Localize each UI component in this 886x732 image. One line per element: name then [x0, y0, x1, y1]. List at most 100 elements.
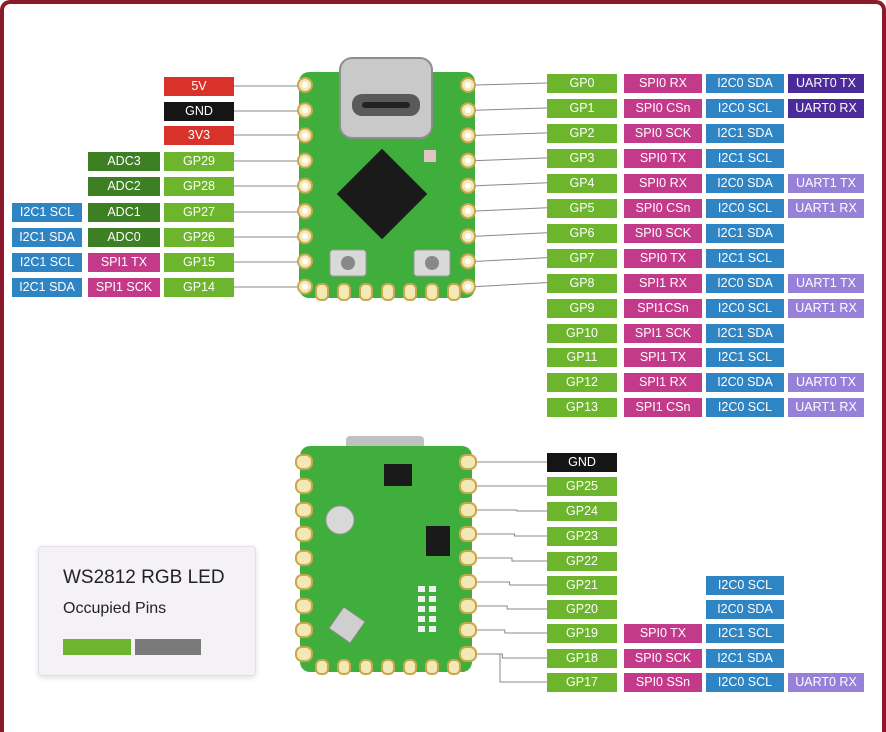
pad-hole	[302, 258, 308, 265]
uart-label: UART1 TX	[788, 273, 864, 293]
pad-hole	[302, 208, 308, 214]
gpio-label: GP12	[547, 373, 617, 393]
gpio-label: GP7	[547, 248, 617, 268]
pad-bottom	[425, 283, 439, 301]
pad-left	[295, 550, 313, 566]
pad-bottom	[359, 283, 373, 301]
test-pad	[429, 626, 436, 632]
gpio-label: GP0	[547, 74, 617, 93]
pad-right	[459, 646, 477, 662]
legend-box: WS2812 RGB LED Occupied Pins	[38, 546, 256, 676]
i2c-label: I2C1 SCL	[706, 248, 784, 268]
board-bottom-view	[295, 436, 477, 675]
connector-line	[475, 282, 548, 288]
spi-label: SPI0 SCK	[624, 223, 702, 243]
pad-right	[459, 526, 477, 542]
pad-hole	[465, 82, 471, 88]
legend-title: WS2812 RGB LED	[63, 567, 225, 588]
connector-line	[476, 581, 547, 586]
boot-button-cap	[341, 256, 355, 270]
i2c-label: I2C1 SDA	[706, 123, 784, 143]
connector-line	[475, 182, 548, 187]
pad-left	[295, 574, 313, 590]
connector-line	[475, 157, 548, 162]
gpio-label: GP20	[547, 600, 617, 619]
i2c-label: I2C0 SCL	[706, 398, 784, 418]
i2c-label: I2C1 SDA	[706, 223, 784, 243]
gpio-label: GP15	[164, 253, 234, 272]
function-label: I2C1 SDA	[12, 278, 82, 297]
reset-button-cap	[425, 256, 439, 270]
pad-hole	[465, 208, 471, 214]
legend-swatch-gpio	[63, 639, 131, 655]
gpio-label: GP18	[547, 649, 617, 668]
uart-label: UART1 RX	[788, 398, 864, 418]
uart-label: UART1 RX	[788, 198, 864, 218]
pad-left	[295, 646, 313, 662]
ws2812-led	[328, 606, 366, 644]
flash-chip	[426, 526, 450, 556]
spi-label: SPI0 SCK	[624, 123, 702, 143]
pad-hole	[302, 182, 308, 189]
gpio-label: GND	[547, 453, 617, 472]
rgb-led	[424, 150, 436, 162]
uart-label: UART1 RX	[788, 298, 864, 318]
pad-left	[295, 598, 313, 614]
pad-right	[459, 454, 477, 470]
function-label: I2C1 SCL	[12, 203, 82, 222]
connector-line	[475, 82, 548, 86]
i2c-label: I2C0 SDA	[706, 74, 784, 93]
usb-c-tongue	[362, 102, 410, 108]
spi-label: SPI0 SCK	[624, 649, 702, 668]
spi-label: SPI0 RX	[624, 74, 702, 93]
test-pad	[429, 606, 436, 612]
connector-line	[475, 257, 548, 262]
test-pad	[429, 596, 436, 602]
i2c-label: I2C0 SCL	[706, 673, 784, 692]
gpio-label: GP17	[547, 673, 617, 692]
pad-hole	[465, 107, 471, 114]
gpio-label: GP8	[547, 273, 617, 293]
pad-right	[459, 598, 477, 614]
connector-line	[476, 629, 547, 634]
pad-hole	[302, 157, 308, 164]
pad-right	[459, 574, 477, 590]
gpio-label: GP6	[547, 223, 617, 243]
pad-hole	[302, 283, 308, 290]
i2c-label: I2C1 SCL	[706, 148, 784, 168]
legend-subtitle: Occupied Pins	[63, 600, 167, 617]
i2c-label: I2C0 SCL	[706, 576, 784, 595]
power-pin-label: GND	[164, 102, 234, 121]
i2c-label: I2C1 SCL	[706, 348, 784, 368]
pad-hole	[465, 157, 471, 164]
function-label: ADC1	[88, 203, 160, 222]
i2c-label: I2C1 SDA	[706, 649, 784, 668]
spi-label: SPI0 TX	[624, 148, 702, 168]
i2c-label: I2C0 SCL	[706, 198, 784, 218]
uart-label: UART1 TX	[788, 173, 864, 193]
function-label: I2C1 SCL	[12, 253, 82, 272]
pad-hole	[465, 258, 471, 265]
i2c-label: I2C0 SCL	[706, 298, 784, 318]
connector-line	[475, 232, 548, 237]
uart-label: UART0 RX	[788, 98, 864, 118]
spi-label: SPI1 SCK	[624, 323, 702, 343]
function-label: SPI1 SCK	[88, 278, 160, 297]
pad-hole	[465, 182, 471, 189]
pad-right	[459, 550, 477, 566]
power-pin-label: 5V	[164, 77, 234, 96]
pad-bottom	[403, 659, 417, 675]
i2c-label: I2C0 SDA	[706, 273, 784, 293]
pad-bottom	[425, 659, 439, 675]
i2c-label: I2C0 SDA	[706, 600, 784, 619]
pad-left	[295, 454, 313, 470]
gpio-label: GP27	[164, 203, 234, 222]
spi-label: SPI1 RX	[624, 373, 702, 393]
spi-label: SPI0 TX	[624, 624, 702, 643]
gpio-label: GP24	[547, 502, 617, 521]
connector-line	[476, 653, 547, 659]
i2c-label: I2C0 SDA	[706, 173, 784, 193]
spi-label: SPI0 CSn	[624, 198, 702, 218]
power-pin-label: 3V3	[164, 126, 234, 145]
pad-bottom	[381, 283, 395, 301]
